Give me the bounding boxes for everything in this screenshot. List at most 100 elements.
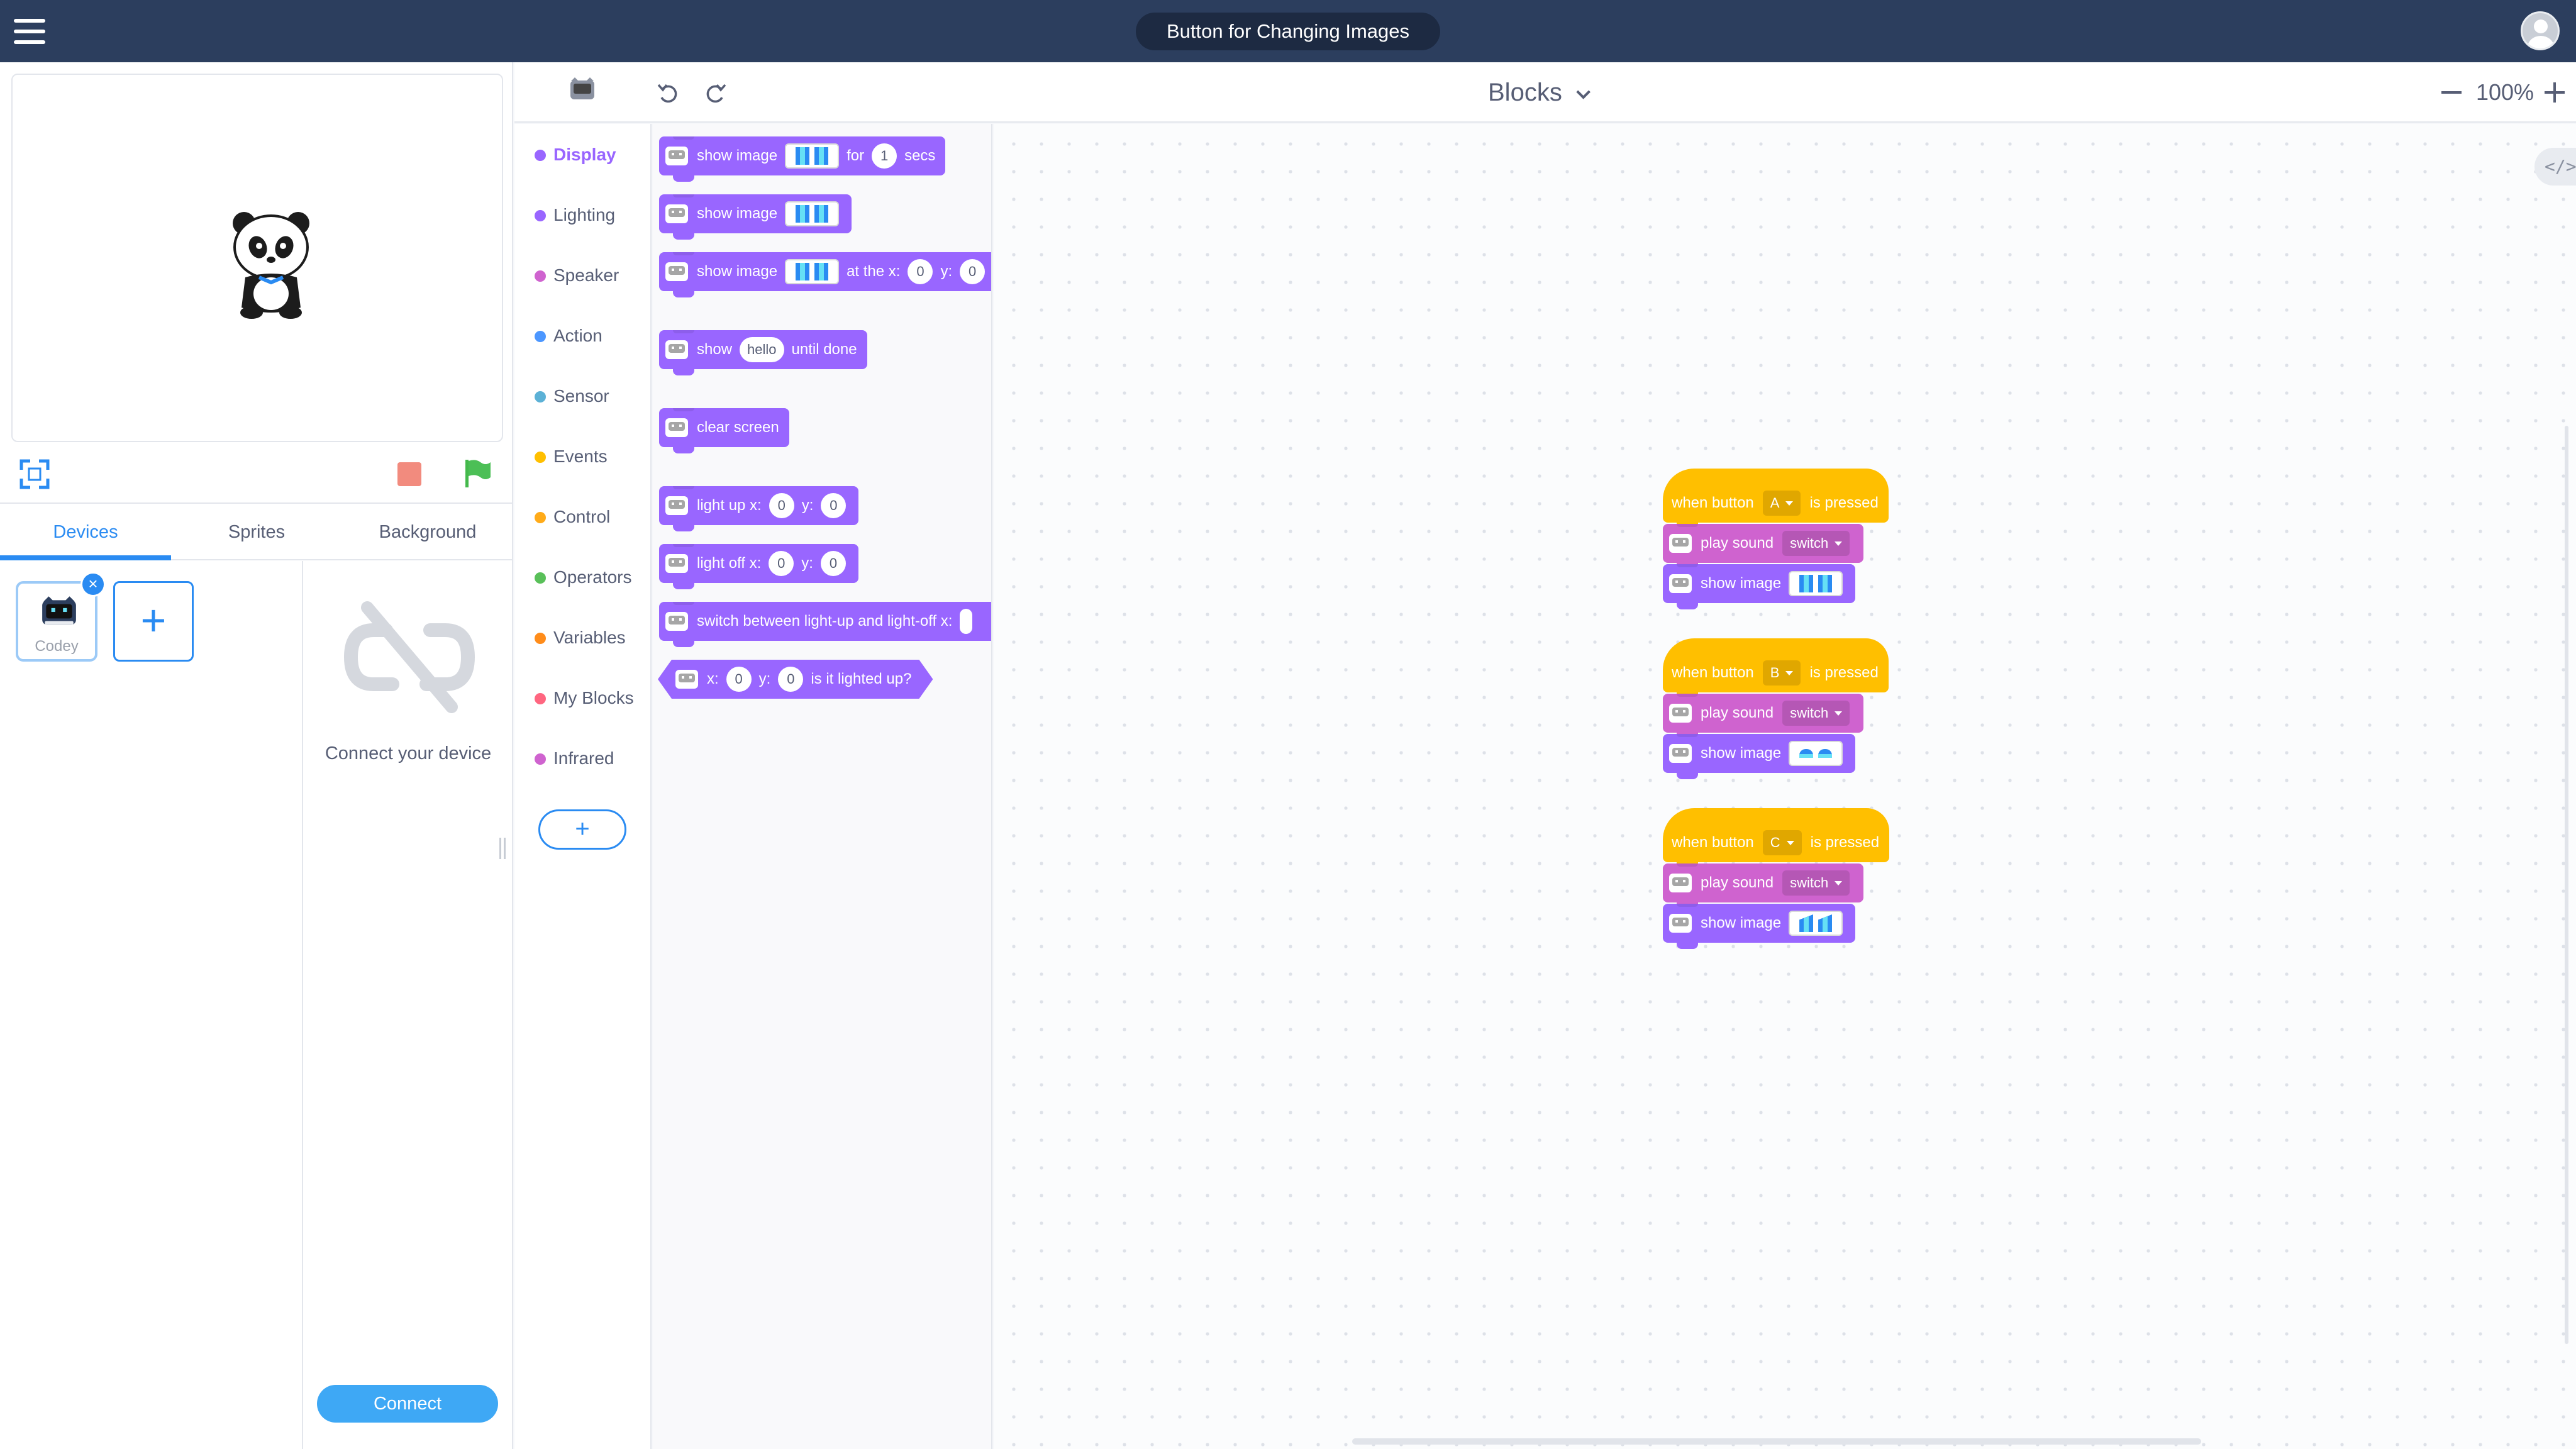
category-action[interactable]: Action xyxy=(514,314,652,358)
zoom-in-button[interactable] xyxy=(2542,81,2567,104)
stage[interactable] xyxy=(11,74,503,442)
hat-when-button-pressed[interactable]: when button A is pressed xyxy=(1663,469,1889,529)
block-light-up[interactable]: light up x: 0 y: 0 xyxy=(659,486,859,531)
user-avatar[interactable] xyxy=(2521,11,2560,50)
connect-button[interactable]: Connect xyxy=(317,1385,498,1423)
fullscreen-icon[interactable] xyxy=(19,458,50,490)
block-clear-screen[interactable]: clear screen xyxy=(659,408,789,453)
stop-button[interactable] xyxy=(397,462,421,486)
tab-devices[interactable]: Devices xyxy=(0,504,171,560)
block-text: show image xyxy=(1701,745,1782,762)
block-show-image[interactable]: show image xyxy=(659,194,852,240)
category-control[interactable]: Control xyxy=(514,495,652,539)
redo-icon[interactable] xyxy=(704,82,727,105)
sound-dropdown[interactable]: switch xyxy=(1782,870,1850,896)
project-title[interactable]: Button for Changing Images xyxy=(1136,13,1440,50)
code-view-toggle[interactable]: </> xyxy=(2534,148,2576,186)
block-text: at the x: xyxy=(847,263,901,280)
category-label: Control xyxy=(553,507,611,526)
left-panel: Devices Sprites Background Codey × + Con… xyxy=(0,62,513,1449)
green-flag-icon[interactable] xyxy=(463,458,492,489)
block-text: secs xyxy=(904,147,936,164)
image-field[interactable] xyxy=(1789,911,1843,936)
category-variables[interactable]: Variables xyxy=(514,616,652,660)
image-field[interactable] xyxy=(785,201,840,226)
block-text: is pressed xyxy=(1810,834,1880,851)
number-input[interactable]: 0 xyxy=(820,551,846,576)
tab-background[interactable]: Background xyxy=(379,522,477,542)
block-text: y: xyxy=(940,263,953,280)
category-infrared[interactable]: Infrared xyxy=(514,736,652,780)
image-field[interactable] xyxy=(785,143,840,169)
button-dropdown[interactable]: B xyxy=(1762,660,1801,686)
text-input[interactable]: hello xyxy=(740,337,784,362)
block-show-text[interactable]: show hello until done xyxy=(659,330,867,375)
block-text: y: xyxy=(758,670,771,687)
number-input[interactable]: 0 xyxy=(769,551,794,576)
codey-icon xyxy=(1669,744,1692,763)
block-is-lighted[interactable]: x: 0 y: 0 is it lighted up? xyxy=(658,660,933,699)
block-text: y: xyxy=(801,497,814,514)
image-field[interactable] xyxy=(1789,741,1843,766)
category-operators[interactable]: Operators xyxy=(514,555,652,599)
panda-sprite[interactable] xyxy=(226,207,316,319)
category-lighting[interactable]: Lighting xyxy=(514,193,652,237)
add-extension-button[interactable]: + xyxy=(538,809,626,850)
block-show-image[interactable]: show image xyxy=(1663,564,1856,609)
editor-mode-select[interactable]: Blocks xyxy=(1488,75,1591,110)
codey-icon xyxy=(1669,914,1692,933)
category-label: Operators xyxy=(553,567,632,587)
zoom-out-button[interactable] xyxy=(2439,81,2464,104)
number-input[interactable]: 0 xyxy=(821,493,847,518)
number-input[interactable]: 0 xyxy=(778,667,803,692)
category-sensor[interactable]: Sensor xyxy=(514,374,652,418)
add-device-button[interactable]: + xyxy=(113,581,194,662)
block-play-sound[interactable]: play sound switch xyxy=(1663,863,1864,909)
top-bar: Button for Changing Images xyxy=(0,0,2576,62)
device-card-codey[interactable]: Codey xyxy=(16,581,97,662)
block-show-image[interactable]: show image xyxy=(1663,734,1856,779)
category-label: Action xyxy=(553,326,602,345)
button-dropdown[interactable]: C xyxy=(1762,830,1802,855)
block-text: show image xyxy=(697,205,778,222)
block-light-off[interactable]: light off x: 0 y: 0 xyxy=(659,544,858,589)
number-input[interactable]: 0 xyxy=(960,259,985,284)
block-text: play sound xyxy=(1701,704,1774,721)
number-input[interactable]: 1 xyxy=(872,143,897,169)
image-field[interactable] xyxy=(785,259,840,284)
category-events[interactable]: Events xyxy=(514,435,652,479)
block-show-image-for-secs[interactable]: show image for 1 secs xyxy=(659,136,946,182)
category-my-blocks[interactable]: My Blocks xyxy=(514,676,652,720)
category-dot xyxy=(535,452,546,463)
sound-dropdown[interactable]: switch xyxy=(1782,701,1850,726)
hat-when-button-pressed[interactable]: when button C is pressed xyxy=(1663,808,1890,869)
block-text: show image xyxy=(697,147,778,164)
block-show-image-at[interactable]: show image at the x: 0 y: 0 xyxy=(659,252,991,297)
number-input[interactable]: 0 xyxy=(769,493,794,518)
menu-icon[interactable] xyxy=(14,19,45,44)
category-dot xyxy=(535,210,546,221)
category-display[interactable]: Display xyxy=(514,133,652,177)
button-dropdown[interactable]: A xyxy=(1762,491,1801,516)
vertical-scrollbar[interactable] xyxy=(2565,426,2568,1344)
number-input[interactable]: 0 xyxy=(908,259,933,284)
zoom-level: 100% xyxy=(2475,79,2534,105)
category-speaker[interactable]: Speaker xyxy=(514,253,652,297)
image-field[interactable] xyxy=(1789,571,1843,596)
block-switch-light[interactable]: switch between light-up and light-off x: xyxy=(659,602,991,647)
horizontal-scrollbar[interactable] xyxy=(1352,1438,2201,1445)
number-input[interactable]: 0 xyxy=(726,667,752,692)
tab-sprites[interactable]: Sprites xyxy=(228,522,286,542)
resize-handle[interactable] xyxy=(499,838,506,859)
code-workspace[interactable]: </> when button A is pressed play sound … xyxy=(994,124,2576,1449)
block-show-image[interactable]: show image xyxy=(1663,904,1856,949)
hat-when-button-pressed[interactable]: when button B is pressed xyxy=(1663,638,1889,699)
block-text: until done xyxy=(791,341,857,358)
undo-icon[interactable] xyxy=(657,82,679,105)
block-play-sound[interactable]: play sound switch xyxy=(1663,524,1864,569)
number-input[interactable] xyxy=(960,609,973,634)
sound-dropdown[interactable]: switch xyxy=(1782,531,1850,556)
block-play-sound[interactable]: play sound switch xyxy=(1663,694,1864,739)
remove-device-button[interactable]: × xyxy=(80,572,106,597)
category-dot xyxy=(535,150,546,161)
